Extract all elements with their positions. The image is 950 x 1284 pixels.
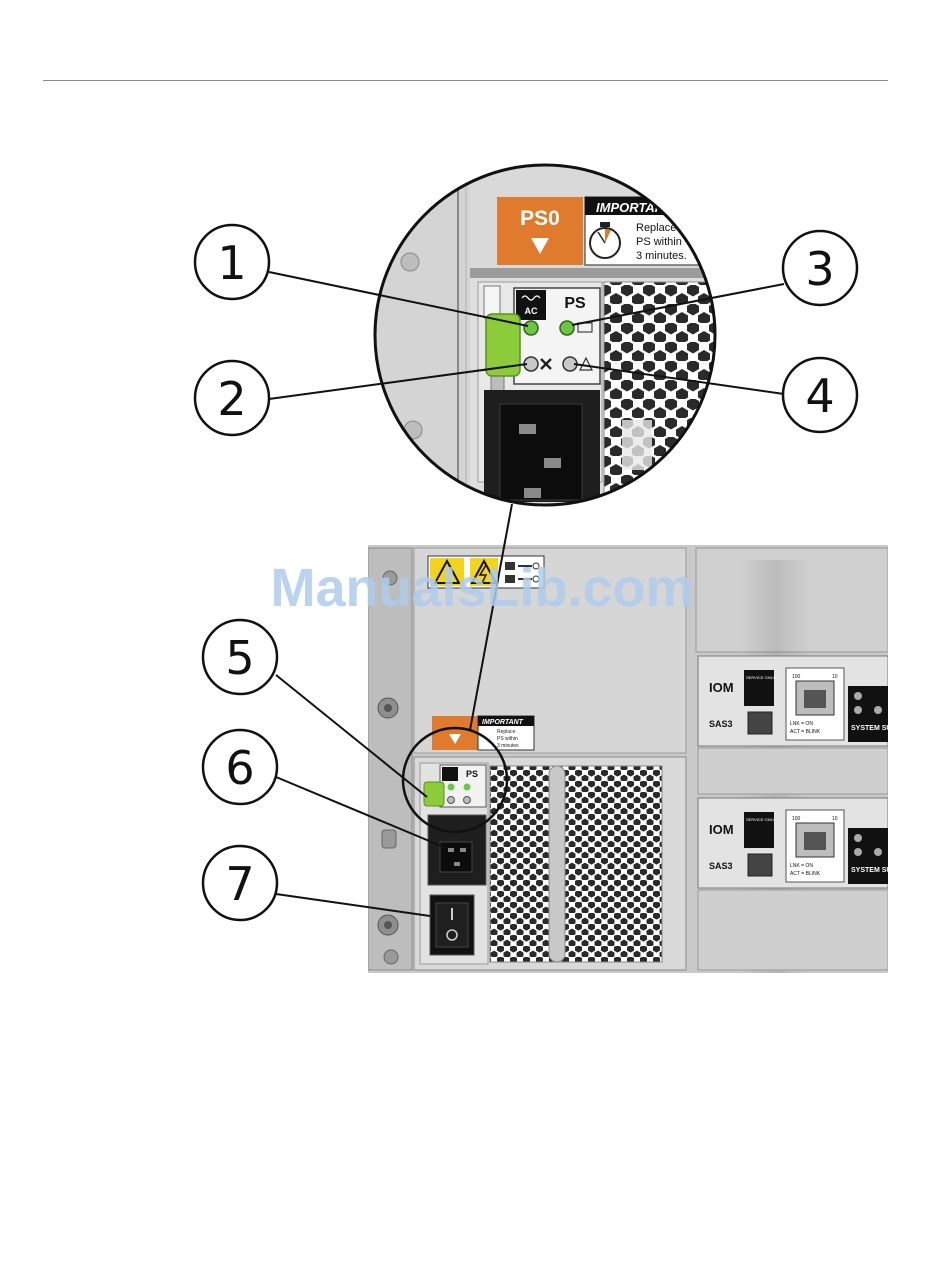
service-only-text: SERVICE ONLY [746,675,776,680]
small-fan-led [448,797,455,804]
iom-module: IOM SAS3 SERVICE ONLY 100 10 LNK = ON AC… [698,798,918,888]
important-line: Replace [636,222,676,234]
callout-number: 1 [217,236,246,290]
port-speed-label: 10 [832,674,838,680]
usb-port[interactable] [748,712,772,734]
system-summary-text: SYSTEM SUMMARY [851,725,918,732]
port-speed-label: 100 [792,816,801,822]
port-speed-label: 10 [832,816,838,822]
iom-subtitle: SAS3 [709,719,733,729]
link-legend: ACT = BLINK [790,729,821,735]
ear-screw-icon [384,950,398,964]
small-important-header: IMPORTANT [482,719,524,726]
iom-title: IOM [709,822,734,837]
ps-status-text: PS [564,295,586,312]
small-ps-ok-led [464,784,471,791]
callout-number: 2 [217,372,246,426]
callout-6: 6 [203,730,277,804]
small-ac-led [448,784,455,791]
port-speed-label: 100 [792,674,801,680]
iom-subtitle: SAS3 [709,861,733,871]
watermark: ManualsLib.com [270,558,693,618]
ear-latch-icon [382,830,396,848]
ps-ok-led [560,321,574,335]
callout-4: 4 [783,358,857,432]
small-important-line: Replace [497,729,516,735]
callout-number: 3 [805,242,834,296]
small-release-latch[interactable] [424,782,444,806]
ac-power-led [524,321,538,335]
small-ps-status-text: PS [466,769,478,779]
callout-number: 5 [225,631,254,685]
callout-2: 2 [195,361,269,435]
ac-text: AC [525,306,538,316]
system-summary-panel [848,828,888,884]
link-legend: LNK = ON [790,863,813,869]
callout-5: 5 [203,620,277,694]
zoom-screw-icon [401,253,419,271]
iom-module: IOM SAS3 SERVICE ONLY 100 10 LNK = ON AC… [698,656,918,746]
callout-7: 7 [203,846,277,920]
small-important-line: PS within [497,736,518,742]
callout-3: 3 [783,231,857,305]
callout-number: 6 [225,741,254,795]
system-summary-text: SYSTEM SUMMARY [851,867,918,874]
ps0-label-text: PS0 [520,207,560,230]
small-important-line: 3 minutes [497,743,519,749]
zoom-detail: PS0 IMPORTANT Replace PS within 3 minute… [375,165,715,505]
small-service-led [464,797,471,804]
power-inlet-icon [500,404,582,500]
usb-port[interactable] [748,854,772,876]
system-summary-panel [848,686,888,742]
callout-1: 1 [195,225,269,299]
psu-handle[interactable] [549,766,565,962]
psu-fan-grille [490,766,662,962]
link-legend: ACT = BLINK [790,871,821,877]
callout-number: 7 [225,857,254,911]
important-line: PS within [636,236,682,248]
iom-title: IOM [709,680,734,695]
link-legend: LNK = ON [790,721,813,727]
service-only-text: SERVICE ONLY [746,817,776,822]
important-line: 3 minutes. [636,250,687,262]
callout-number: 4 [805,369,834,423]
